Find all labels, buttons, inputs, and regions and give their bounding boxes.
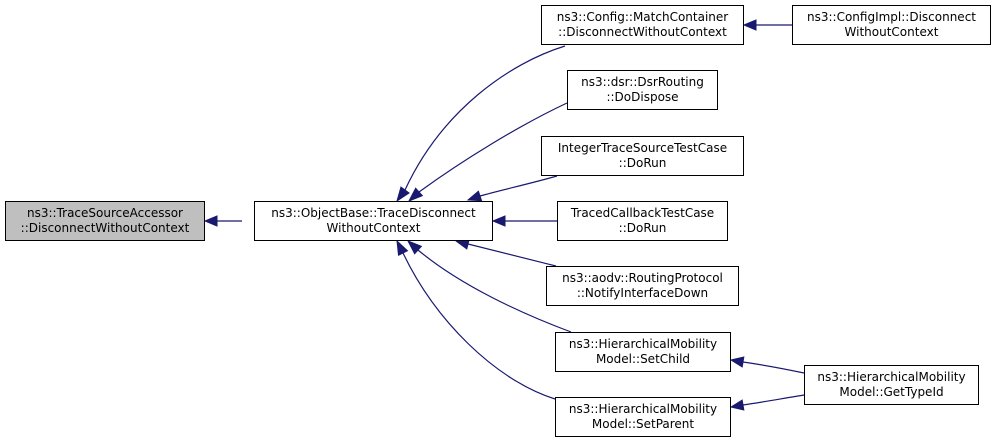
node-matchcontainer-disconnectwithoutcontext[interactable]: ns3::Config::MatchContainer ::Disconnect… [541, 5, 744, 45]
node-label-line2: ::DoRun [618, 221, 667, 235]
node-objectbase-tracedisconnectwithoutcontext[interactable]: ns3::ObjectBase::TraceDisconnect Without… [254, 201, 493, 241]
node-label-line1: ns3::ObjectBase::TraceDisconnect [271, 206, 476, 220]
node-hierarchicalmobilitymodel-setparent[interactable]: ns3::HierarchicalMobility Model::SetPare… [555, 397, 731, 437]
edge-n3-n2 [742, 19, 792, 31]
node-label-line1: ns3::HierarchicalMobility [568, 402, 718, 416]
node-label-line1: ns3::Config::MatchContainer [556, 10, 729, 24]
edge-n7-n1 [454, 238, 557, 267]
node-label-line2: ::DisconnectWithoutContext [20, 221, 190, 235]
arrowhead-icon [203, 215, 218, 227]
arrowhead-icon [466, 190, 483, 202]
arrowhead-icon [729, 399, 745, 411]
edge-n1-n0 [203, 215, 242, 227]
edge-n6-n1 [491, 215, 557, 227]
node-label-line1: ns3::dsr::DsrRouting [581, 75, 704, 89]
arrowhead-icon [491, 215, 506, 227]
node-label-line1: ns3::aodv::RoutingProtocol [562, 271, 723, 285]
arrowhead-icon [396, 186, 410, 203]
edge-n10-n9 [729, 394, 805, 411]
node-configimpl-disconnectwithoutcontext[interactable]: ns3::ConfigImpl::Disconnect WithoutConte… [792, 5, 991, 45]
node-label-line1: ns3::TraceSourceAccessor [27, 206, 183, 220]
edge-line [742, 394, 805, 406]
node-tracesourceaccessor-disconnectwithoutcontext[interactable]: ns3::TraceSourceAccessor ::DisconnectWit… [5, 201, 205, 241]
node-label-line2: ::DoDispose [606, 90, 679, 104]
node-label-line2: ::DoRun [618, 156, 667, 170]
edge-line [418, 102, 568, 193]
edge-n9-n1 [396, 239, 556, 400]
arrowhead-icon [396, 239, 409, 257]
edge-line [402, 252, 556, 400]
edge-n8-n1 [406, 240, 572, 333]
node-hierarchicalmobilitymodel-setchild[interactable]: ns3::HierarchicalMobility Model::SetChil… [555, 332, 731, 372]
node-aodv-routingprotocol-notifyinterfacedown[interactable]: ns3::aodv::RoutingProtocol ::NotifyInter… [546, 266, 739, 306]
edge-line [417, 249, 572, 333]
node-dsrrouting-dodispose[interactable]: ns3::dsr::DsrRouting ::DoDispose [567, 70, 718, 110]
node-label-line1: TracedCallbackTestCase [570, 206, 715, 220]
node-label-line2: Model::SetParent [591, 417, 695, 431]
node-label-line2: WithoutContext [844, 25, 939, 39]
node-label-line1: IntegerTraceSourceTestCase [557, 141, 728, 155]
node-label-line2: Model::SetChild [595, 352, 691, 366]
node-label-line1: ns3::HierarchicalMobility [568, 337, 718, 351]
edge-line [479, 175, 558, 197]
node-label-line2: WithoutContext [326, 221, 421, 235]
edge-line [742, 361, 805, 374]
arrowhead-icon [406, 240, 423, 255]
node-label-line2: ::NotifyInterfaceDown [576, 286, 709, 300]
node-label-line2: ::DisconnectWithoutContext [558, 25, 727, 39]
node-label-line1: ns3::HierarchicalMobility [817, 370, 966, 384]
edge-n2-n1 [396, 45, 566, 203]
node-tracedcallbacktestcase-dorun[interactable]: TracedCallbackTestCase ::DoRun [557, 201, 728, 241]
arrowhead-icon [729, 356, 745, 368]
edge-n4-n1 [407, 102, 568, 202]
edge-line [467, 243, 557, 267]
node-hierarchicalmobilitymodel-gettypeid[interactable]: ns3::HierarchicalMobility Model::GetType… [804, 365, 979, 405]
node-integertracesourcetestcase-dorun[interactable]: IntegerTraceSourceTestCase ::DoRun [541, 136, 744, 176]
edge-line [404, 45, 566, 191]
arrowhead-icon [742, 19, 757, 31]
edge-n10-n8 [729, 356, 805, 374]
node-label-line1: ns3::ConfigImpl::Disconnect [806, 10, 976, 24]
edge-n5-n1 [466, 175, 558, 202]
arrowhead-icon [407, 187, 424, 202]
node-label-line2: Model::GetTypeId [839, 385, 944, 399]
